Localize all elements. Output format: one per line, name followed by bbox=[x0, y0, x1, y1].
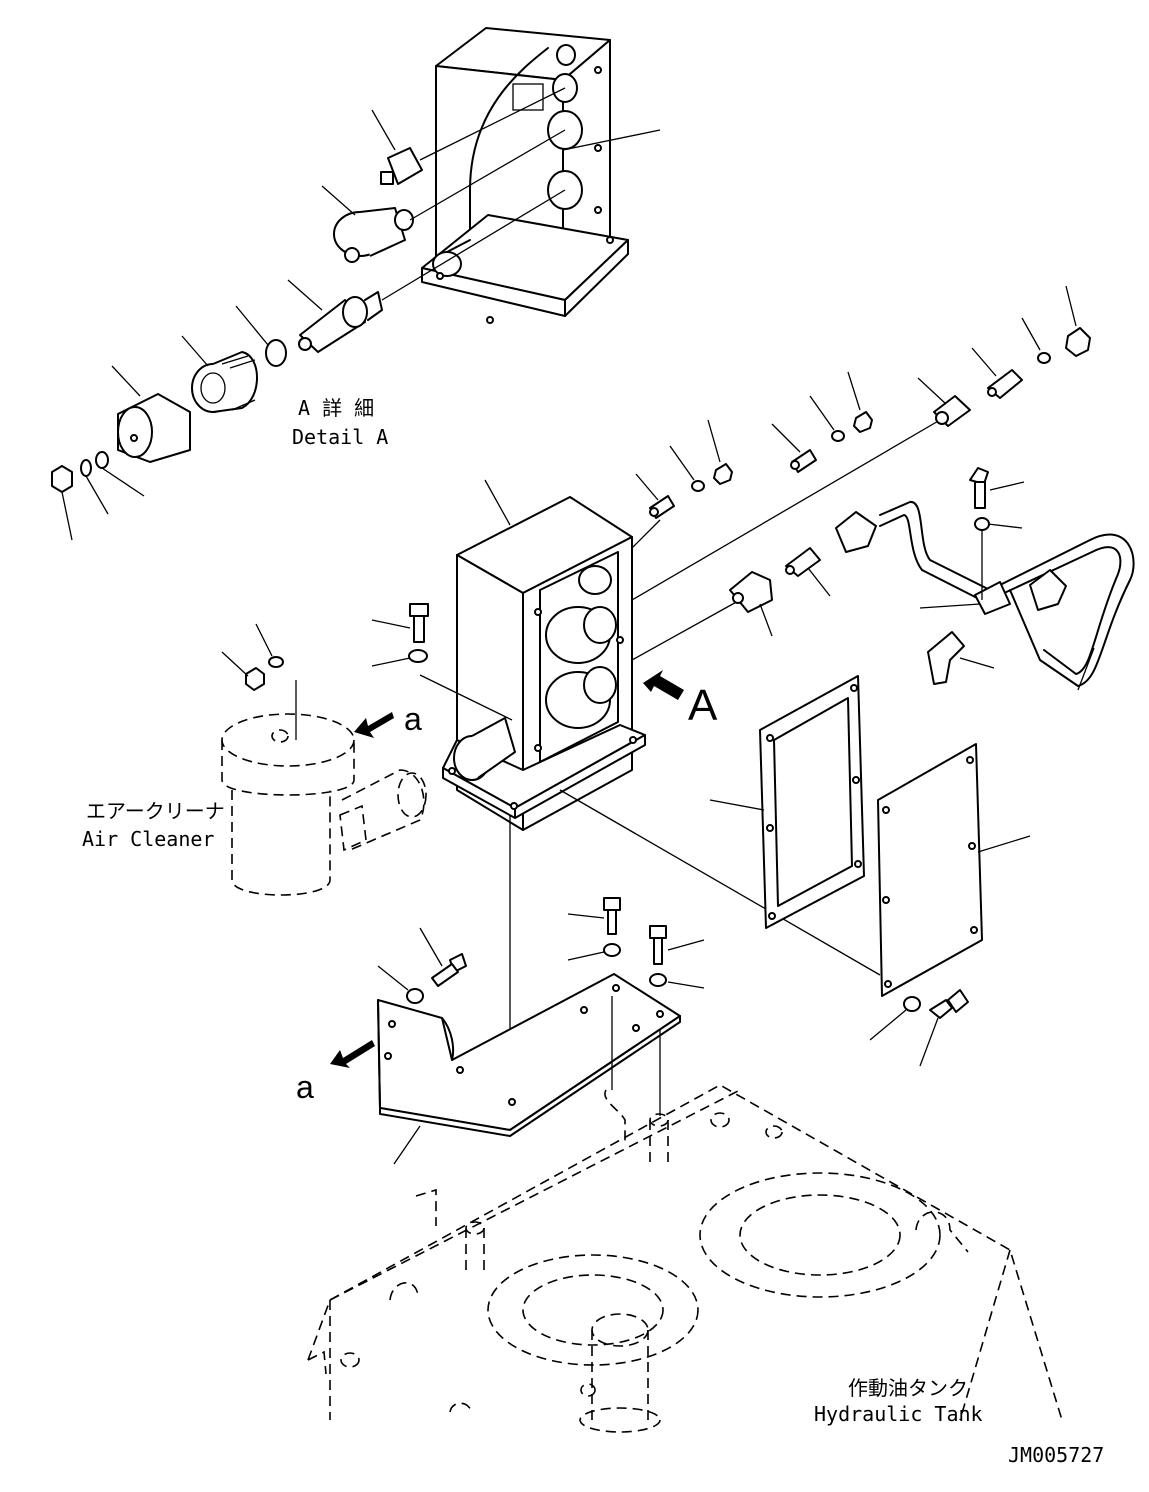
filter-element bbox=[181, 335, 258, 413]
mounting-bracket: a bbox=[296, 973, 681, 1165]
arrow-a-icon bbox=[643, 670, 684, 700]
fitting-3 bbox=[917, 285, 1091, 427]
detail-a-parts: A 詳 細 Detail A bbox=[51, 87, 566, 541]
arrow-small-a-icon bbox=[330, 1040, 375, 1068]
detail-a-label-en: Detail A bbox=[292, 425, 388, 449]
drawing-number: JM005727 bbox=[1008, 1443, 1104, 1467]
arrow-small-a-icon bbox=[354, 712, 394, 738]
housing-bolt bbox=[371, 603, 429, 667]
sensor-element bbox=[287, 189, 566, 353]
fitting-chain bbox=[635, 285, 1091, 519]
filter-housing bbox=[419, 419, 941, 1100]
gasket bbox=[709, 675, 865, 929]
view-arrow-a: A bbox=[643, 670, 718, 730]
tank-label-en: Hydraulic Tank bbox=[814, 1402, 983, 1426]
air-cleaner: a エアークリーナ Air Cleaner bbox=[82, 623, 427, 896]
detail-a-label-jp: A 詳 細 bbox=[298, 396, 374, 420]
bracket-bolts bbox=[377, 897, 705, 1004]
cap bbox=[111, 365, 191, 463]
pressure-switch-small bbox=[371, 87, 566, 185]
ref-a-upper: a bbox=[404, 701, 422, 737]
tube-assembly bbox=[729, 467, 1135, 691]
view-arrow-label: A bbox=[688, 681, 718, 730]
air-cleaner-label-en: Air Cleaner bbox=[82, 827, 214, 851]
nut-washers bbox=[51, 451, 145, 541]
pressure-switch-large bbox=[321, 129, 566, 263]
hydraulic-tank: 作動油タンク Hydraulic Tank bbox=[307, 1084, 1063, 1433]
o-ring bbox=[265, 339, 287, 367]
cover-plate bbox=[869, 743, 1031, 1067]
detail-a-housing bbox=[421, 27, 661, 324]
ref-a-lower: a bbox=[296, 1069, 314, 1105]
fitting-1 bbox=[635, 419, 733, 519]
fitting-2 bbox=[771, 371, 873, 473]
air-cleaner-label-jp: エアークリーナ bbox=[86, 799, 225, 823]
tank-label-jp: 作動油タンク bbox=[848, 1376, 968, 1400]
